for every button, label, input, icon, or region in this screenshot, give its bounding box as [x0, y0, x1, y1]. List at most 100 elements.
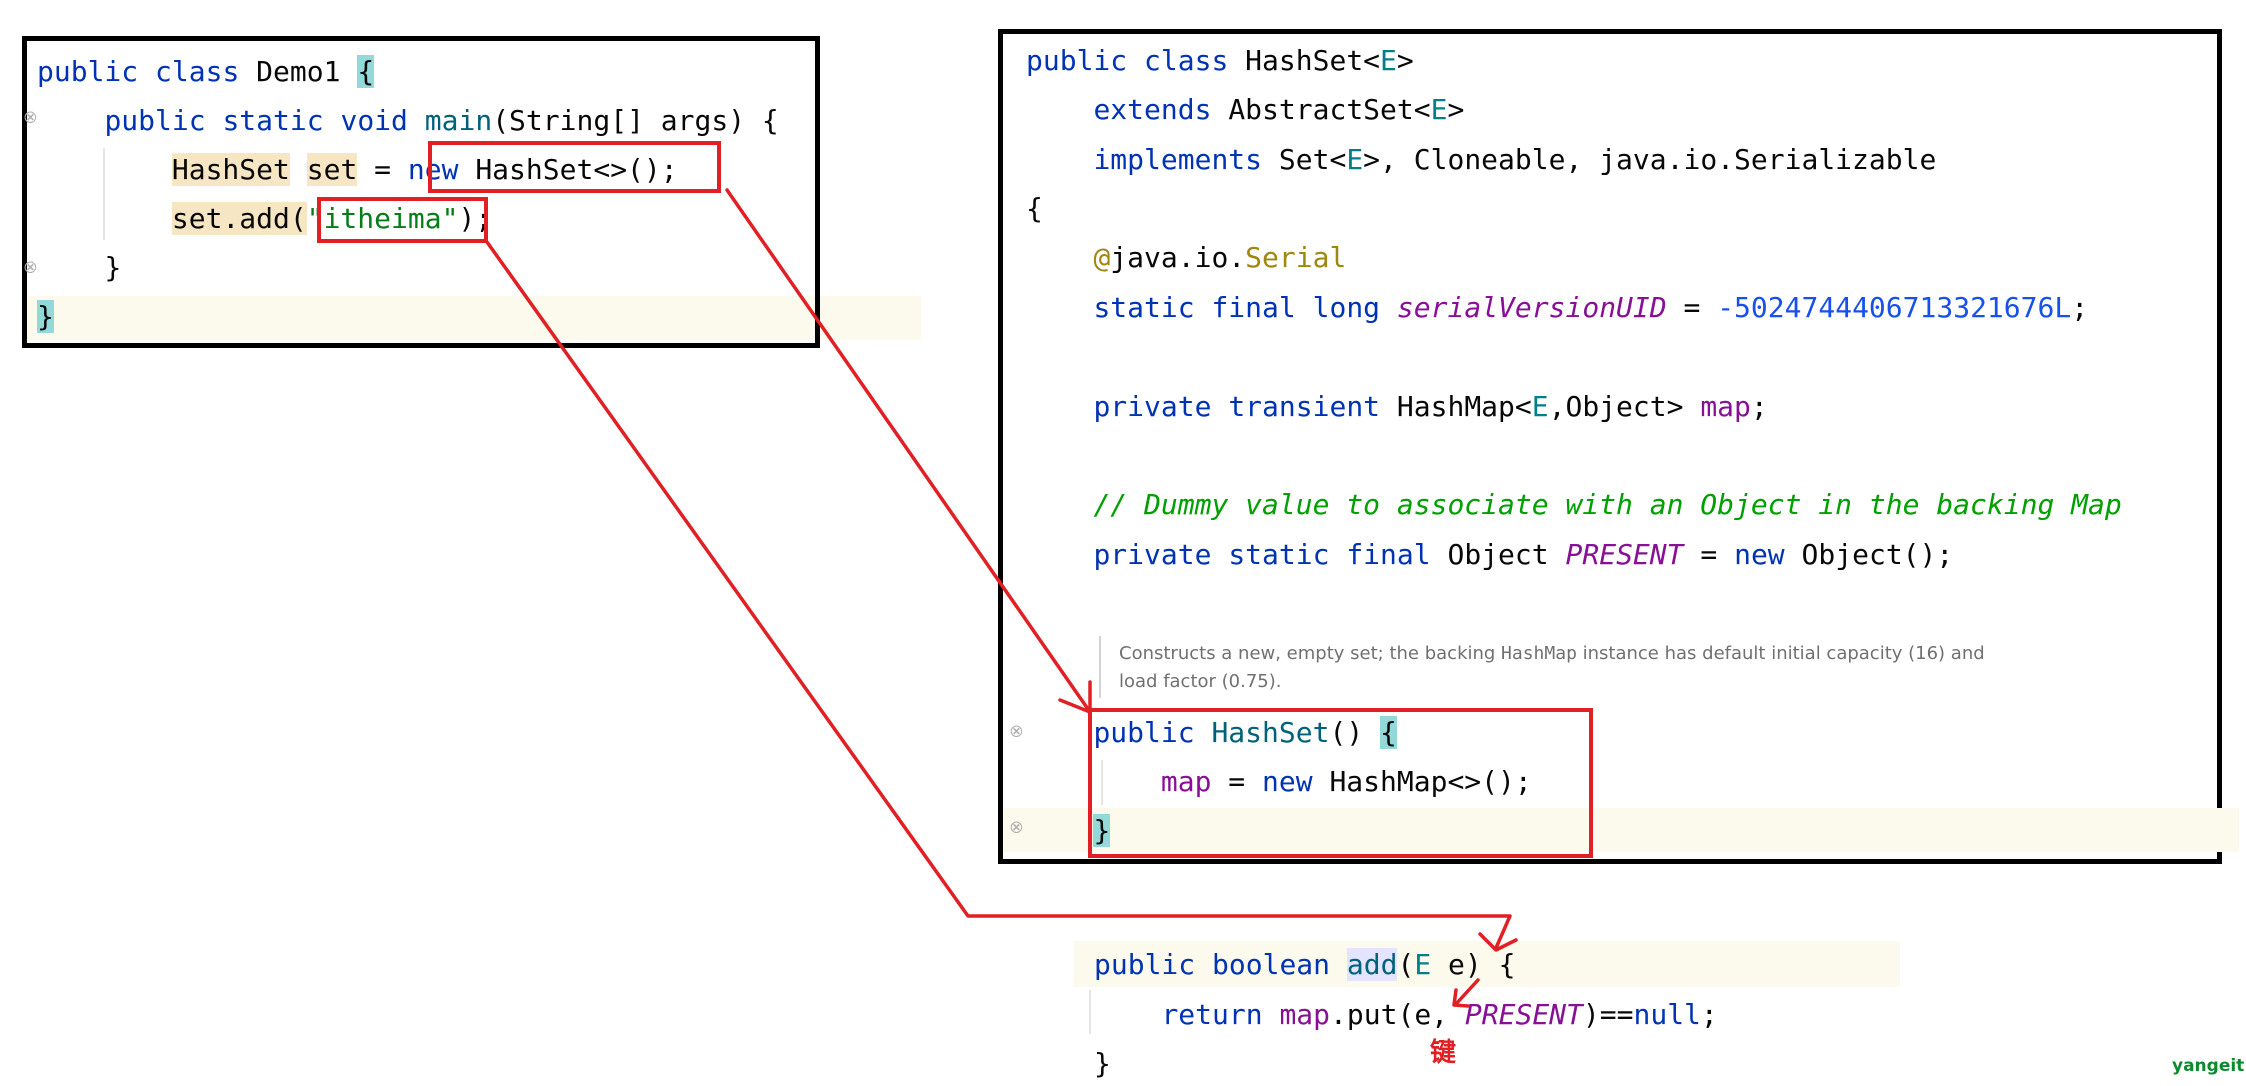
keyword: final [1346, 538, 1431, 571]
annotation-name: Serial [1245, 241, 1347, 274]
generic-close: > [1447, 93, 1465, 126]
type-rest: ,Object> [1548, 390, 1701, 423]
keyword: extends [1093, 93, 1212, 126]
main-method-signature: public static void main(String[] args) { [37, 101, 779, 141]
keyword: static [1228, 538, 1330, 571]
method-close-brace: } [37, 248, 121, 288]
keyword: class [155, 55, 240, 88]
paren: ( [1397, 948, 1415, 981]
return-put-line: return map.put(e, PRESENT)==null; [1094, 995, 1718, 1035]
constant-name: PRESENT [1464, 998, 1583, 1031]
javadoc-line-2: load factor (0.75). [1119, 668, 1282, 695]
present-field-line: private static final Object PRESENT = ne… [1026, 535, 1953, 575]
keyword: public [1026, 44, 1128, 77]
class-name: Demo1 [256, 55, 341, 88]
constructor-call: HashSet<>(); [475, 153, 678, 186]
indent-guide [103, 148, 105, 240]
operator: = [1683, 538, 1735, 571]
operator: = [1666, 291, 1718, 324]
add-close-brace: } [1094, 1044, 1111, 1084]
comment: // Dummy value to associate with an Obje… [1093, 488, 2122, 521]
fold-marker-icon[interactable]: ⮿ [1010, 818, 1023, 837]
keyword: class [1144, 44, 1229, 77]
class-open-brace: { [1026, 189, 1043, 229]
hashset-class-declaration: public class HashSet<E> [1026, 41, 1414, 81]
hashset-declaration-line: HashSet set = new HashSet<>(); [37, 150, 678, 190]
type-parameter: E [1414, 948, 1432, 981]
javadoc-text: load factor (0.75). [1119, 671, 1282, 692]
fold-marker-icon[interactable]: ⮿ [24, 258, 37, 277]
keyword: long [1312, 291, 1381, 324]
keyword: public [37, 55, 139, 88]
brace: } [104, 251, 122, 284]
superclass-name: AbstractSet< [1228, 93, 1431, 126]
annotation-package: java.io. [1110, 241, 1246, 274]
method-name: main [424, 104, 493, 137]
method-name: add [1346, 948, 1398, 981]
watermark: yangeit [2172, 1056, 2245, 1076]
semicolon: ; [1700, 998, 1718, 1031]
brace: { [357, 55, 375, 88]
indent-guide [1089, 990, 1091, 1034]
javadoc-code: HashMap [1501, 643, 1577, 664]
map-field-line: private transient HashMap<E,Object> map; [1026, 387, 1767, 427]
type-parameter: E [1531, 390, 1549, 423]
keyword: private [1093, 538, 1212, 571]
type-name: Object [1447, 538, 1566, 571]
serial-annotation: @java.io.Serial [1026, 238, 1346, 278]
constructor-highlight-box [1088, 708, 1593, 858]
class-name: HashSet< [1245, 44, 1381, 77]
keyword: return [1161, 998, 1263, 1031]
annotation-at: @ [1093, 241, 1111, 274]
keyword: public [104, 104, 206, 137]
number-literal: -5024744406713321676L [1717, 291, 2072, 324]
javadoc-text: Constructs a new, empty set; the backing [1119, 643, 1502, 664]
brace: } [1094, 1047, 1111, 1080]
key-annotation-label: 键 [1430, 1038, 1457, 1068]
fold-marker-icon[interactable]: ⮿ [1010, 722, 1023, 741]
type-name: HashSet [171, 153, 290, 186]
javadoc-text: instance has default initial capacity (1… [1576, 643, 1985, 664]
keyword: void [340, 104, 408, 137]
add-method-signature: public boolean add(E e) { [1094, 945, 1515, 985]
type-parameter: E [1346, 143, 1364, 176]
keyword: implements [1093, 143, 1263, 176]
type-name: HashMap< [1396, 390, 1532, 423]
keyword: public [1094, 948, 1196, 981]
method-call: .put(e, [1330, 998, 1465, 1031]
fold-marker-icon[interactable]: ⮿ [24, 108, 37, 127]
field-name: map [1279, 998, 1331, 1031]
variable-name: set [306, 153, 358, 186]
keyword: new [407, 153, 459, 186]
method-call: set.add( [171, 202, 307, 235]
interfaces-rest: >, Cloneable, java.io.Serializable [1363, 143, 1937, 176]
demo-class-declaration: public class Demo1 { [37, 52, 375, 92]
implements-clause: implements Set<E>, Cloneable, java.io.Se… [1026, 140, 1936, 180]
javadoc-line-1: Constructs a new, empty set; the backing… [1119, 640, 1985, 667]
keyword: private [1093, 390, 1212, 423]
itheima-highlight-box [317, 197, 488, 243]
keyword: null [1633, 998, 1701, 1031]
keyword: transient [1228, 390, 1381, 423]
comparison: )== [1582, 998, 1634, 1031]
constructor-call: Object(); [1784, 538, 1954, 571]
class-close-brace: } [37, 297, 54, 337]
type-parameter: E [1430, 93, 1448, 126]
keyword: boolean [1212, 948, 1331, 981]
new-hashset-highlight-box [428, 141, 721, 193]
type-parameter: E [1380, 44, 1397, 77]
keyword: static [1093, 291, 1195, 324]
semicolon: ; [2071, 291, 2089, 324]
dummy-value-comment: // Dummy value to associate with an Obje… [1026, 485, 2122, 525]
keyword: new [1734, 538, 1785, 571]
params: (String[] args) { [492, 104, 779, 137]
serial-version-uid-line: static final long serialVersionUID = -50… [1026, 288, 2088, 328]
javadoc-bar [1099, 636, 1101, 698]
brace: { [1026, 192, 1043, 225]
constant-name: serialVersionUID [1396, 291, 1667, 324]
field-name: map [1700, 390, 1751, 423]
params: e) { [1431, 948, 1516, 981]
string-literal: "itheima" [306, 202, 459, 235]
operator: = [374, 153, 392, 186]
keyword: static [222, 104, 324, 137]
